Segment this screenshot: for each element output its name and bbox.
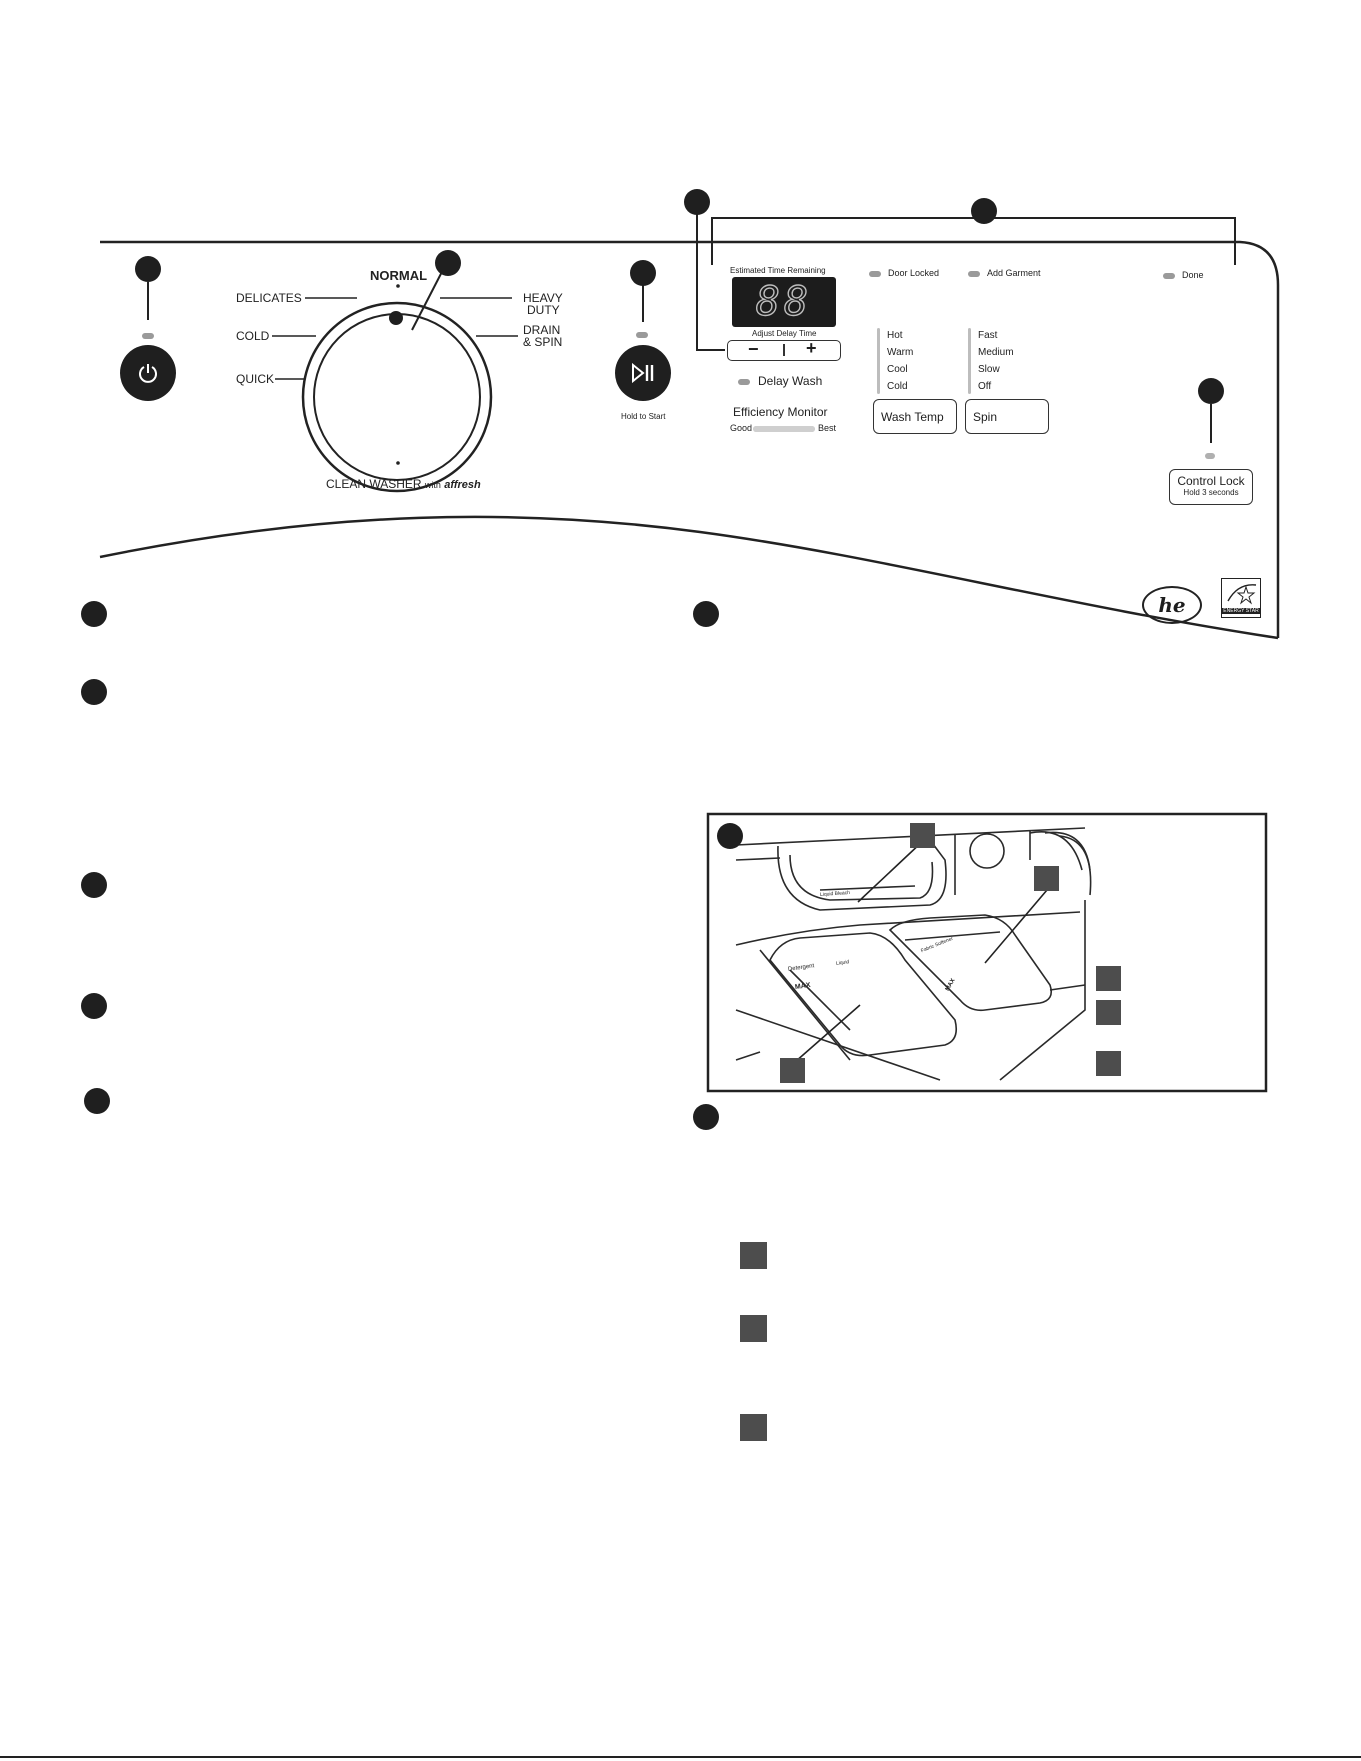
door-locked-light	[869, 271, 881, 277]
legend-marker-3	[81, 872, 107, 898]
spin-button[interactable]: Spin	[965, 399, 1049, 434]
he-logo: he	[1142, 586, 1202, 624]
wash-temp-level-bar	[877, 328, 880, 394]
delay-adjust-control: − +	[727, 338, 841, 361]
time-display-digits: 88	[755, 278, 813, 325]
callout-cycle-dial	[435, 250, 461, 276]
control-lock-sublabel: Hold 3 seconds	[1183, 488, 1239, 497]
dispenser-marker-bleach	[910, 823, 935, 848]
energy-star-text: ENERGY STAR	[1222, 608, 1260, 614]
control-lock-button[interactable]: Control Lock Hold 3 seconds	[1169, 469, 1253, 505]
wash-temp-option-hot: Hot	[887, 330, 903, 341]
legend-marker-1	[81, 601, 107, 627]
dial-label-cold: COLD	[236, 329, 270, 343]
clean-with-text: with	[424, 480, 441, 490]
clean-washer-text: CLEAN WASHER	[326, 477, 422, 491]
efficiency-monitor-title: Efficiency Monitor	[733, 405, 828, 419]
adjust-delay-label: Adjust Delay Time	[752, 329, 817, 338]
start-indicator-light	[636, 332, 648, 338]
dispenser-marker-softener	[1034, 866, 1059, 891]
power-indicator-light	[142, 333, 154, 339]
delay-plus-button[interactable]: +	[806, 338, 817, 358]
dial-label-normal: NORMAL	[370, 268, 428, 283]
dispenser-picture-callout	[717, 823, 743, 849]
dispenser-legend-marker-3	[740, 1414, 767, 1441]
spin-option-medium: Medium	[978, 347, 1014, 358]
legend-marker-dispenser	[693, 1104, 719, 1130]
dispenser-legend-marker-1	[740, 1242, 767, 1269]
dial-label-heavy: HEAVY	[523, 291, 563, 305]
control-lock-light	[1205, 453, 1215, 459]
start-pause-button[interactable]	[615, 345, 671, 401]
dispenser-key-marker-2	[1096, 1000, 1121, 1025]
callout-start	[630, 260, 656, 286]
wash-temp-button[interactable]: Wash Temp	[873, 399, 957, 434]
wash-temp-option-cold: Cold	[887, 381, 908, 392]
delay-wash-label: Delay Wash	[758, 374, 823, 388]
add-garment-light	[968, 271, 980, 277]
dial-label-delicates: DELICATES	[236, 291, 302, 305]
delay-divider	[783, 344, 785, 356]
dial-label-clean-washer: CLEAN WASHER with affresh	[326, 477, 481, 491]
page-bottom-rule	[0, 1756, 1361, 1758]
add-garment-label: Add Garment	[987, 268, 1041, 278]
hold-to-start-label: Hold to Start	[621, 412, 666, 421]
energy-star-icon	[1227, 584, 1257, 605]
delay-wash-light	[738, 379, 750, 385]
callout-status-lights	[971, 198, 997, 224]
spin-option-off: Off	[978, 381, 992, 392]
dispenser-key-marker-1	[1096, 966, 1121, 991]
legend-marker-4	[81, 993, 107, 1019]
he-logo-text: he	[1158, 593, 1186, 617]
dial-label-drain: DRAIN	[523, 323, 561, 337]
power-icon	[139, 364, 157, 383]
dispenser-marker-detergent	[780, 1058, 805, 1083]
legend-marker-2	[81, 679, 107, 705]
efficiency-monitor-bar	[753, 426, 815, 432]
estimated-time-label: Estimated Time Remaining	[730, 266, 826, 275]
power-button[interactable]	[120, 345, 176, 401]
dispenser-legend-marker-2	[740, 1315, 767, 1342]
spin-level-bar	[968, 328, 971, 394]
efficiency-good-label: Good	[730, 423, 753, 433]
spin-option-slow: Slow	[978, 364, 1000, 375]
delay-minus-button[interactable]: −	[748, 339, 759, 359]
dispenser-key-marker-3	[1096, 1051, 1121, 1076]
wash-temp-option-warm: Warm	[887, 347, 914, 358]
legend-marker-6	[693, 601, 719, 627]
dial-label-quick: QUICK	[236, 372, 275, 386]
legend-marker-5	[84, 1088, 110, 1114]
done-label: Done	[1182, 270, 1204, 280]
control-lock-label: Control Lock	[1177, 474, 1245, 488]
affresh-logo: affresh	[444, 479, 481, 491]
spin-option-fast: Fast	[978, 330, 998, 341]
callout-control-lock	[1198, 378, 1224, 404]
callout-delay	[684, 189, 710, 215]
dial-label-duty: DUTY	[527, 303, 560, 317]
efficiency-best-label: Best	[818, 423, 837, 433]
time-display: 88	[732, 277, 836, 327]
play-pause-icon	[632, 363, 654, 383]
done-light	[1163, 273, 1175, 279]
cycle-dial[interactable]	[308, 308, 486, 486]
energy-star-logo: ENERGY STAR	[1221, 578, 1261, 618]
door-locked-label: Door Locked	[888, 268, 940, 278]
callout-power	[135, 256, 161, 282]
dial-label-and-spin: & SPIN	[523, 335, 563, 349]
wash-temp-option-cool: Cool	[887, 364, 908, 375]
